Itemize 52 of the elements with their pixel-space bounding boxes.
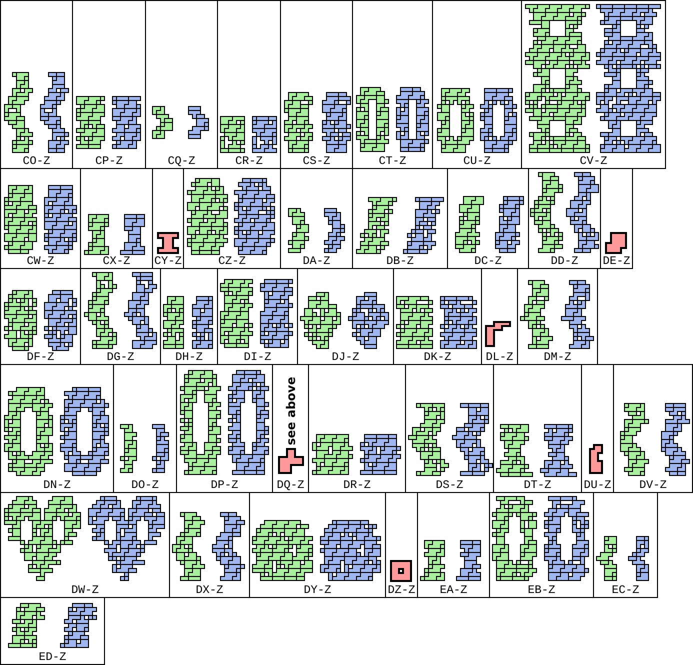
tiling-label: CU-Z [463, 156, 491, 168]
tiling-label: CX-Z [102, 256, 130, 268]
tiling-label: DC-Z [474, 256, 502, 268]
tiling-label: CP-Z [95, 156, 123, 168]
tiling-label: DM-Z [544, 352, 572, 364]
tiling-label: DU-Z [584, 480, 612, 492]
tiling-label: EA-Z [440, 585, 468, 597]
tiling-label: DW-Z [71, 585, 99, 597]
tiling-label: DI-Z [244, 352, 272, 364]
tiling-label: DB-Z [386, 256, 414, 268]
tiling-panel [0, 0, 73, 169]
tiling-label: CY-Z [154, 256, 182, 268]
tiling-panel [521, 0, 666, 169]
tiling-label: DO-Z [131, 480, 159, 492]
tiling-panel [613, 364, 693, 493]
tiling-label: CO-Z [22, 156, 50, 168]
tiling-label: EB-Z [528, 585, 556, 597]
tiling-label: ED-Z [38, 652, 66, 664]
tiling-label: DQ-Z [276, 480, 304, 492]
tiling-label: DP-Z [210, 480, 238, 492]
tiling-label: DX-Z [196, 585, 224, 597]
tiling-label: DA-Z [302, 256, 330, 268]
tiling-panel [145, 0, 218, 169]
tiling-label: CR-Z [235, 156, 263, 168]
tiling-label: CW-Z [26, 256, 54, 268]
note-text: see above [284, 376, 298, 446]
tiling-label: DZ-Z [388, 585, 416, 597]
tiling-label: DN-Z [43, 480, 71, 492]
tiling-panel [0, 597, 105, 665]
tiling-panel [0, 492, 170, 598]
tiling-label: DD-Z [550, 256, 578, 268]
tiling-label: CV-Z [580, 156, 608, 168]
tiling-label: CZ-Z [218, 256, 246, 268]
tiling-label: CS-Z [302, 156, 330, 168]
tiling-label: EC-Z [612, 585, 640, 597]
tiling-label: DK-Z [424, 352, 452, 364]
tiling-label: DG-Z [106, 352, 134, 364]
tiling-label: DV-Z [639, 480, 667, 492]
tiling-label: DS-Z [436, 480, 464, 492]
tiling-label: DL-Z [486, 352, 514, 364]
tiling-panel [600, 168, 633, 269]
tiling-panel [517, 268, 598, 365]
tiling-label: DJ-Z [332, 352, 360, 364]
tiling-label: DY-Z [304, 585, 332, 597]
tiling-panel [593, 492, 658, 598]
tiling-label: DE-Z [602, 256, 630, 268]
tiling-label: CQ-Z [168, 156, 196, 168]
tiling-label: DT-Z [524, 480, 552, 492]
tiling-label: DR-Z [343, 480, 371, 492]
tiling-label: DF-Z [26, 352, 54, 364]
tiling-label: CT-Z [378, 156, 406, 168]
tiling-label: DH-Z [175, 352, 203, 364]
